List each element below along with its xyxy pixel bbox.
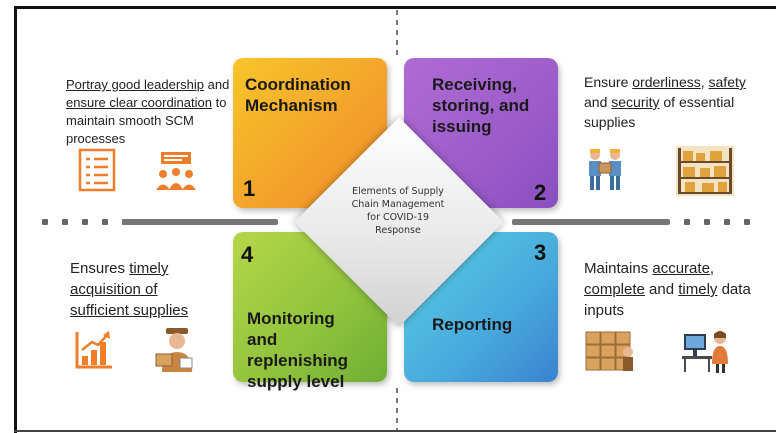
desk-worker-icon	[682, 331, 728, 373]
desc-receiving: Ensure orderliness, safety and security …	[584, 74, 746, 130]
quadrant-3-title: Reporting	[432, 315, 513, 334]
quadrant-2-number: 2	[534, 180, 547, 205]
quadrant-2-title: Receiving, storing, and issuing	[432, 75, 530, 136]
delivery-person-icon	[155, 328, 193, 372]
center-label: Elements of Supply Chain Management for …	[351, 186, 445, 236]
checklist-icon	[78, 148, 116, 192]
meeting-icon	[156, 152, 196, 190]
desc-monitoring: Ensures timely acquisition of sufficient…	[70, 260, 189, 319]
desc-coordination: Portray good leadership and ensure clear…	[66, 77, 230, 146]
growth-chart-icon	[75, 331, 112, 369]
frame-border-bottom	[14, 430, 776, 432]
quadrant-1-title: Coordination Mechanism	[245, 75, 351, 115]
bottom-dashed-divider	[396, 388, 398, 430]
right-dotted-divider	[684, 219, 750, 225]
boxes-icon	[585, 331, 633, 371]
quadrant-4-title: Monitoring and replenishing supply level	[247, 309, 349, 391]
desc-reporting: Maintains accurate, complete and timely …	[584, 260, 751, 319]
quadrant-1-number: 1	[243, 176, 256, 201]
quadrant-coordination: Coordination Mechanism 1	[233, 58, 387, 208]
quadrant-4-number: 4	[241, 242, 254, 267]
warehouse-workers-icon	[589, 149, 621, 190]
frame-border-top	[14, 6, 776, 9]
top-dashed-divider	[396, 10, 398, 56]
left-dotted-divider	[42, 219, 128, 225]
frame-border-left	[14, 6, 17, 433]
right-divider-bar	[512, 219, 670, 225]
quadrant-3-number: 3	[534, 240, 547, 265]
warehouse-shelves-icon	[676, 146, 734, 196]
left-divider-bar	[122, 219, 278, 225]
